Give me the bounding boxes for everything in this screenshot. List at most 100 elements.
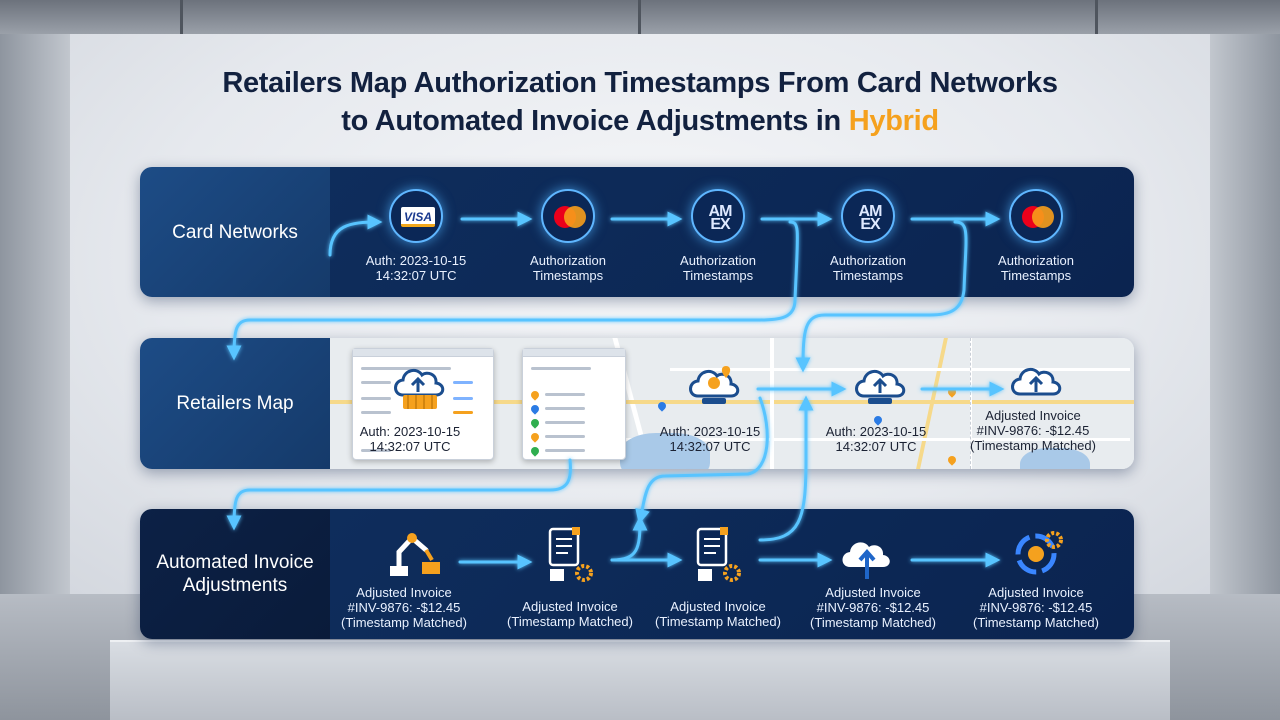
node-label-line: (Timestamp Matched) <box>970 438 1096 453</box>
amex-logo-line: EX <box>710 216 730 233</box>
map-pin-icon <box>529 445 541 457</box>
node-label-line: 14:32:07 UTC <box>369 439 451 454</box>
visa-logo-text: VISA <box>401 207 435 227</box>
node-label-line: Auth: 2023-10-15 <box>659 424 761 439</box>
ceiling <box>0 0 1280 34</box>
node-label-line: Adjusted Invoice <box>670 599 766 614</box>
node-label: Adjusted Invoice (Timestamp Matched) <box>490 599 650 629</box>
panel-line <box>361 381 391 384</box>
map-road <box>620 438 1130 441</box>
panel-line <box>453 411 473 414</box>
ceiling-beam <box>180 0 183 34</box>
node-label: Adjusted Invoice (Timestamp Matched) <box>638 599 798 629</box>
node-label-line: #INV-9876: -$12.45 <box>347 600 461 615</box>
row-label-retailers-map: Retailers Map <box>140 338 330 469</box>
panel-line <box>453 397 473 400</box>
title-line-1: Retailers Map Authorization Timestamps F… <box>222 67 1058 99</box>
panel-line <box>545 407 585 410</box>
map-road <box>670 368 1130 371</box>
panel-line <box>545 393 585 396</box>
mastercard-logo-icon <box>541 189 595 243</box>
panel-line <box>545 435 585 438</box>
map-pin-icon <box>529 431 541 443</box>
panel-line <box>361 397 391 400</box>
map-water <box>1020 448 1090 469</box>
row-body-retailers-map: Auth: 2023-10-15 14:32:07 UTC Auth: 2023… <box>330 338 1134 469</box>
node-label: Authorization Timestamps <box>956 253 1116 283</box>
node-label-line: 14:32:07 UTC <box>375 268 457 283</box>
panel-titlebar <box>353 349 493 357</box>
row-invoice-adjustments: Automated Invoice Adjustments Adjusted I… <box>140 509 1134 639</box>
map-pin-icon <box>529 417 541 429</box>
node-label: Auth: 2023-10-15 14:32:07 UTC <box>340 424 480 454</box>
node-label-line: (Timestamp Matched) <box>341 615 467 630</box>
node-label-line: Authorization <box>530 253 606 268</box>
node-label: Authorization Timestamps <box>788 253 948 283</box>
row-label-invoice-adjustments: Automated Invoice Adjustments <box>140 509 330 639</box>
node-label-line: (Timestamp Matched) <box>507 614 633 629</box>
node-label: Auth: 2023-10-15 14:32:07 UTC <box>640 424 780 454</box>
panel-titlebar <box>523 349 625 357</box>
node-label: Adjusted Invoice #INV-9876: -$12.45 (Tim… <box>958 408 1108 453</box>
row-label-card-networks: Card Networks <box>140 167 330 297</box>
retailer-app-panel <box>522 348 626 460</box>
panel-line <box>361 411 391 414</box>
amex-logo-line: AM <box>858 203 883 220</box>
node-label-line: 14:32:07 UTC <box>835 439 917 454</box>
node-label-line: #INV-9876: -$12.45 <box>816 600 930 615</box>
panel-line <box>453 381 473 384</box>
node-label-line: Auth: 2023-10-15 <box>365 253 467 268</box>
amex-logo-line: EX <box>860 216 880 233</box>
node-label: Adjusted Invoice #INV-9876: -$12.45 (Tim… <box>956 585 1116 630</box>
amex-logo-line: AM <box>708 203 733 220</box>
node-label-line: #INV-9876: -$12.45 <box>976 423 1090 438</box>
node-label-line: Timestamps <box>532 268 604 283</box>
amex-logo-icon: AM EX <box>691 189 745 243</box>
panel-line <box>361 367 451 370</box>
amex-logo-text: AM EX <box>852 203 888 233</box>
row-card-networks: Card Networks VISA Auth: 2023-10-15 14:3… <box>140 167 1134 297</box>
node-label-line: Authorization <box>680 253 756 268</box>
diagram-title: Retailers Map Authorization Timestamps F… <box>0 64 1280 140</box>
node-label-line: Adjusted Invoice <box>356 585 452 600</box>
mastercard-circle-orange <box>564 206 586 228</box>
ceiling-beam <box>1095 0 1098 34</box>
amex-logo-text: AM EX <box>702 203 738 233</box>
visa-logo-icon: VISA <box>389 189 443 243</box>
panel-line <box>545 449 585 452</box>
title-line-2: to Automated Invoice Adjustments in Hybr… <box>0 102 1280 140</box>
node-label-line: Adjusted Invoice <box>522 599 618 614</box>
retailer-app-panel <box>352 348 494 460</box>
node-label: Authorization Timestamps <box>638 253 798 283</box>
map-pin-icon <box>529 389 541 401</box>
node-label-line: Authorization <box>830 253 906 268</box>
map-pin-icon <box>529 403 541 415</box>
node-label: Auth: 2023-10-15 14:32:07 UTC <box>336 253 496 283</box>
conference-table <box>110 640 1170 720</box>
node-label-line: Timestamps <box>1000 268 1072 283</box>
node-label-line: (Timestamp Matched) <box>655 614 781 629</box>
mastercard-logo-icon <box>1009 189 1063 243</box>
panel-line <box>361 449 391 452</box>
node-label: Adjusted Invoice #INV-9876: -$12.45 (Tim… <box>324 585 484 630</box>
node-label-line: (Timestamp Matched) <box>973 615 1099 630</box>
node-label-line: Timestamps <box>832 268 904 283</box>
side-wall-left <box>0 34 70 594</box>
node-label-line: Adjusted Invoice <box>988 585 1084 600</box>
mastercard-circle-orange <box>1032 206 1054 228</box>
node-label: Authorization Timestamps <box>488 253 648 283</box>
row-body-card-networks: VISA Auth: 2023-10-15 14:32:07 UTC Autho… <box>330 167 1134 297</box>
panel-line <box>531 367 591 370</box>
row-label-line: Adjustments <box>182 575 288 596</box>
side-wall-right <box>1210 34 1280 594</box>
row-retailers-map: Retailers Map <box>140 338 1134 469</box>
map-divider <box>970 338 972 469</box>
node-label-line: Authorization <box>998 253 1074 268</box>
ceiling-beam <box>638 0 641 34</box>
node-label: Auth: 2023-10-15 14:32:07 UTC <box>806 424 946 454</box>
row-body-invoice-adjustments: Adjusted Invoice #INV-9876: -$12.45 (Tim… <box>330 509 1134 639</box>
node-label: Adjusted Invoice #INV-9876: -$12.45 (Tim… <box>793 585 953 630</box>
node-label-line: 14:32:07 UTC <box>669 439 751 454</box>
row-label-line: Automated Invoice <box>156 552 314 573</box>
node-label-line: Auth: 2023-10-15 <box>825 424 927 439</box>
